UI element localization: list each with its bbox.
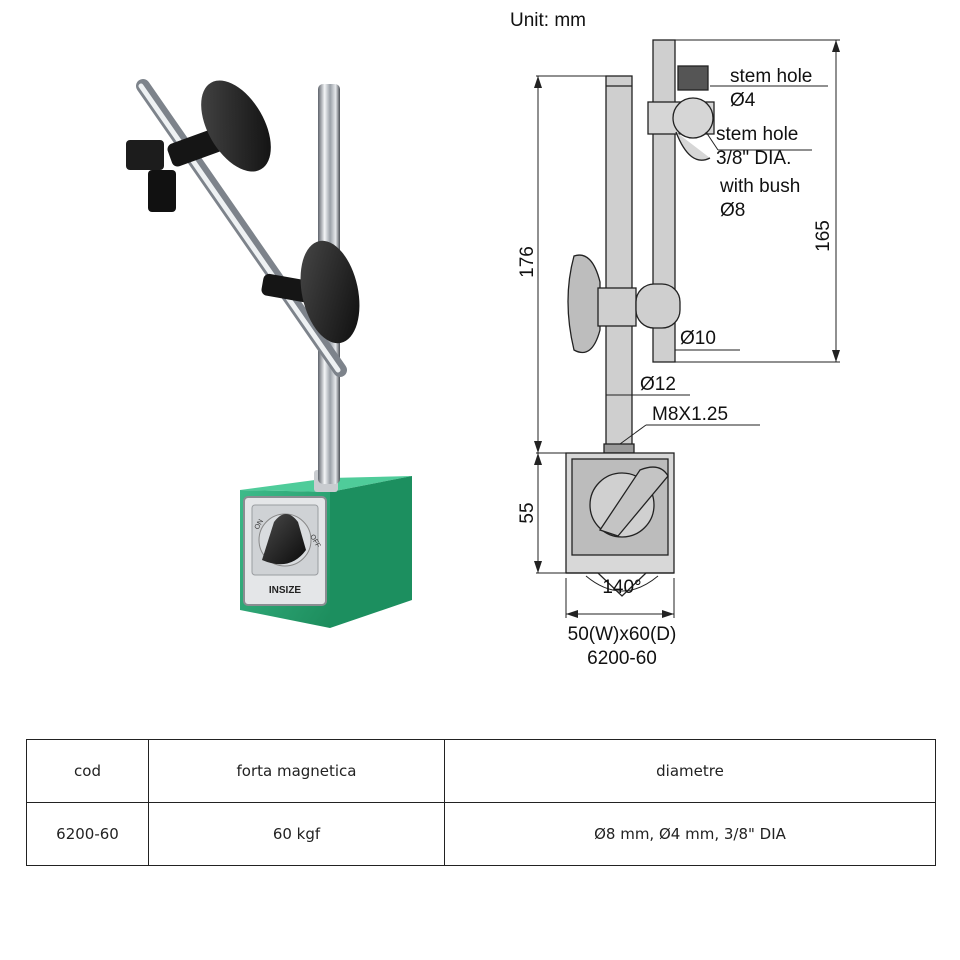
- column-outline: [605, 75, 633, 449]
- height-total: 176: [517, 246, 538, 278]
- stem-hole2-dia: 3/8" DIA.: [716, 148, 791, 169]
- magnetic-base: ON OFF INSIZE: [240, 476, 412, 628]
- diagonal-arm: [136, 79, 347, 377]
- bush-dia: Ø8: [720, 200, 745, 221]
- table-header-row: cod forta magnetica diametre: [26, 739, 936, 803]
- bush-label: with bush: [719, 176, 800, 197]
- header-diametre: diametre: [444, 739, 936, 803]
- height-upper: 165: [813, 220, 834, 252]
- unit-label: Unit: mm: [510, 10, 586, 31]
- lower-clamp: [261, 240, 360, 344]
- drawing-clamp-knob: [567, 254, 601, 354]
- upper-knob: [201, 80, 271, 172]
- upper-clamp: [126, 80, 271, 212]
- product-photo: ON OFF INSIZE: [126, 79, 412, 628]
- cell-diametre: Ø8 mm, Ø4 mm, 3/8" DIA: [444, 802, 936, 866]
- rod-dia-small: Ø10: [680, 328, 716, 349]
- v-angle: 140°: [602, 577, 641, 598]
- header-cod: cod: [26, 739, 149, 803]
- stem-hole2-label: stem hole: [716, 124, 798, 145]
- header-forta-magnetica: forta magnetica: [148, 739, 445, 803]
- rod-dia-large: Ø12: [640, 374, 676, 395]
- cell-cod: 6200-60: [26, 802, 149, 866]
- brand-logo: INSIZE: [269, 585, 302, 596]
- lower-knob: [300, 240, 360, 344]
- table-row: 6200-60 60 kgf Ø8 mm, Ø4 mm, 3/8" DIA: [26, 802, 936, 866]
- base-size: 50(W)x60(D): [568, 624, 677, 645]
- switch-on-label: ON: [254, 518, 265, 531]
- model-number: 6200-60: [587, 648, 657, 669]
- stem-hole-label: stem hole: [730, 66, 812, 87]
- base-height: 55: [517, 502, 538, 523]
- spec-table: cod forta magnetica diametre 6200-60 60 …: [26, 739, 936, 866]
- switch-knob: [262, 514, 306, 565]
- stem-hole-dia: Ø4: [730, 90, 756, 111]
- cell-forta-magnetica: 60 kgf: [148, 802, 445, 866]
- technical-drawing: Unit: mm stem hole Ø4 stem hole 3/8" DIA…: [510, 10, 840, 669]
- thread-label: M8X1.25: [652, 404, 728, 425]
